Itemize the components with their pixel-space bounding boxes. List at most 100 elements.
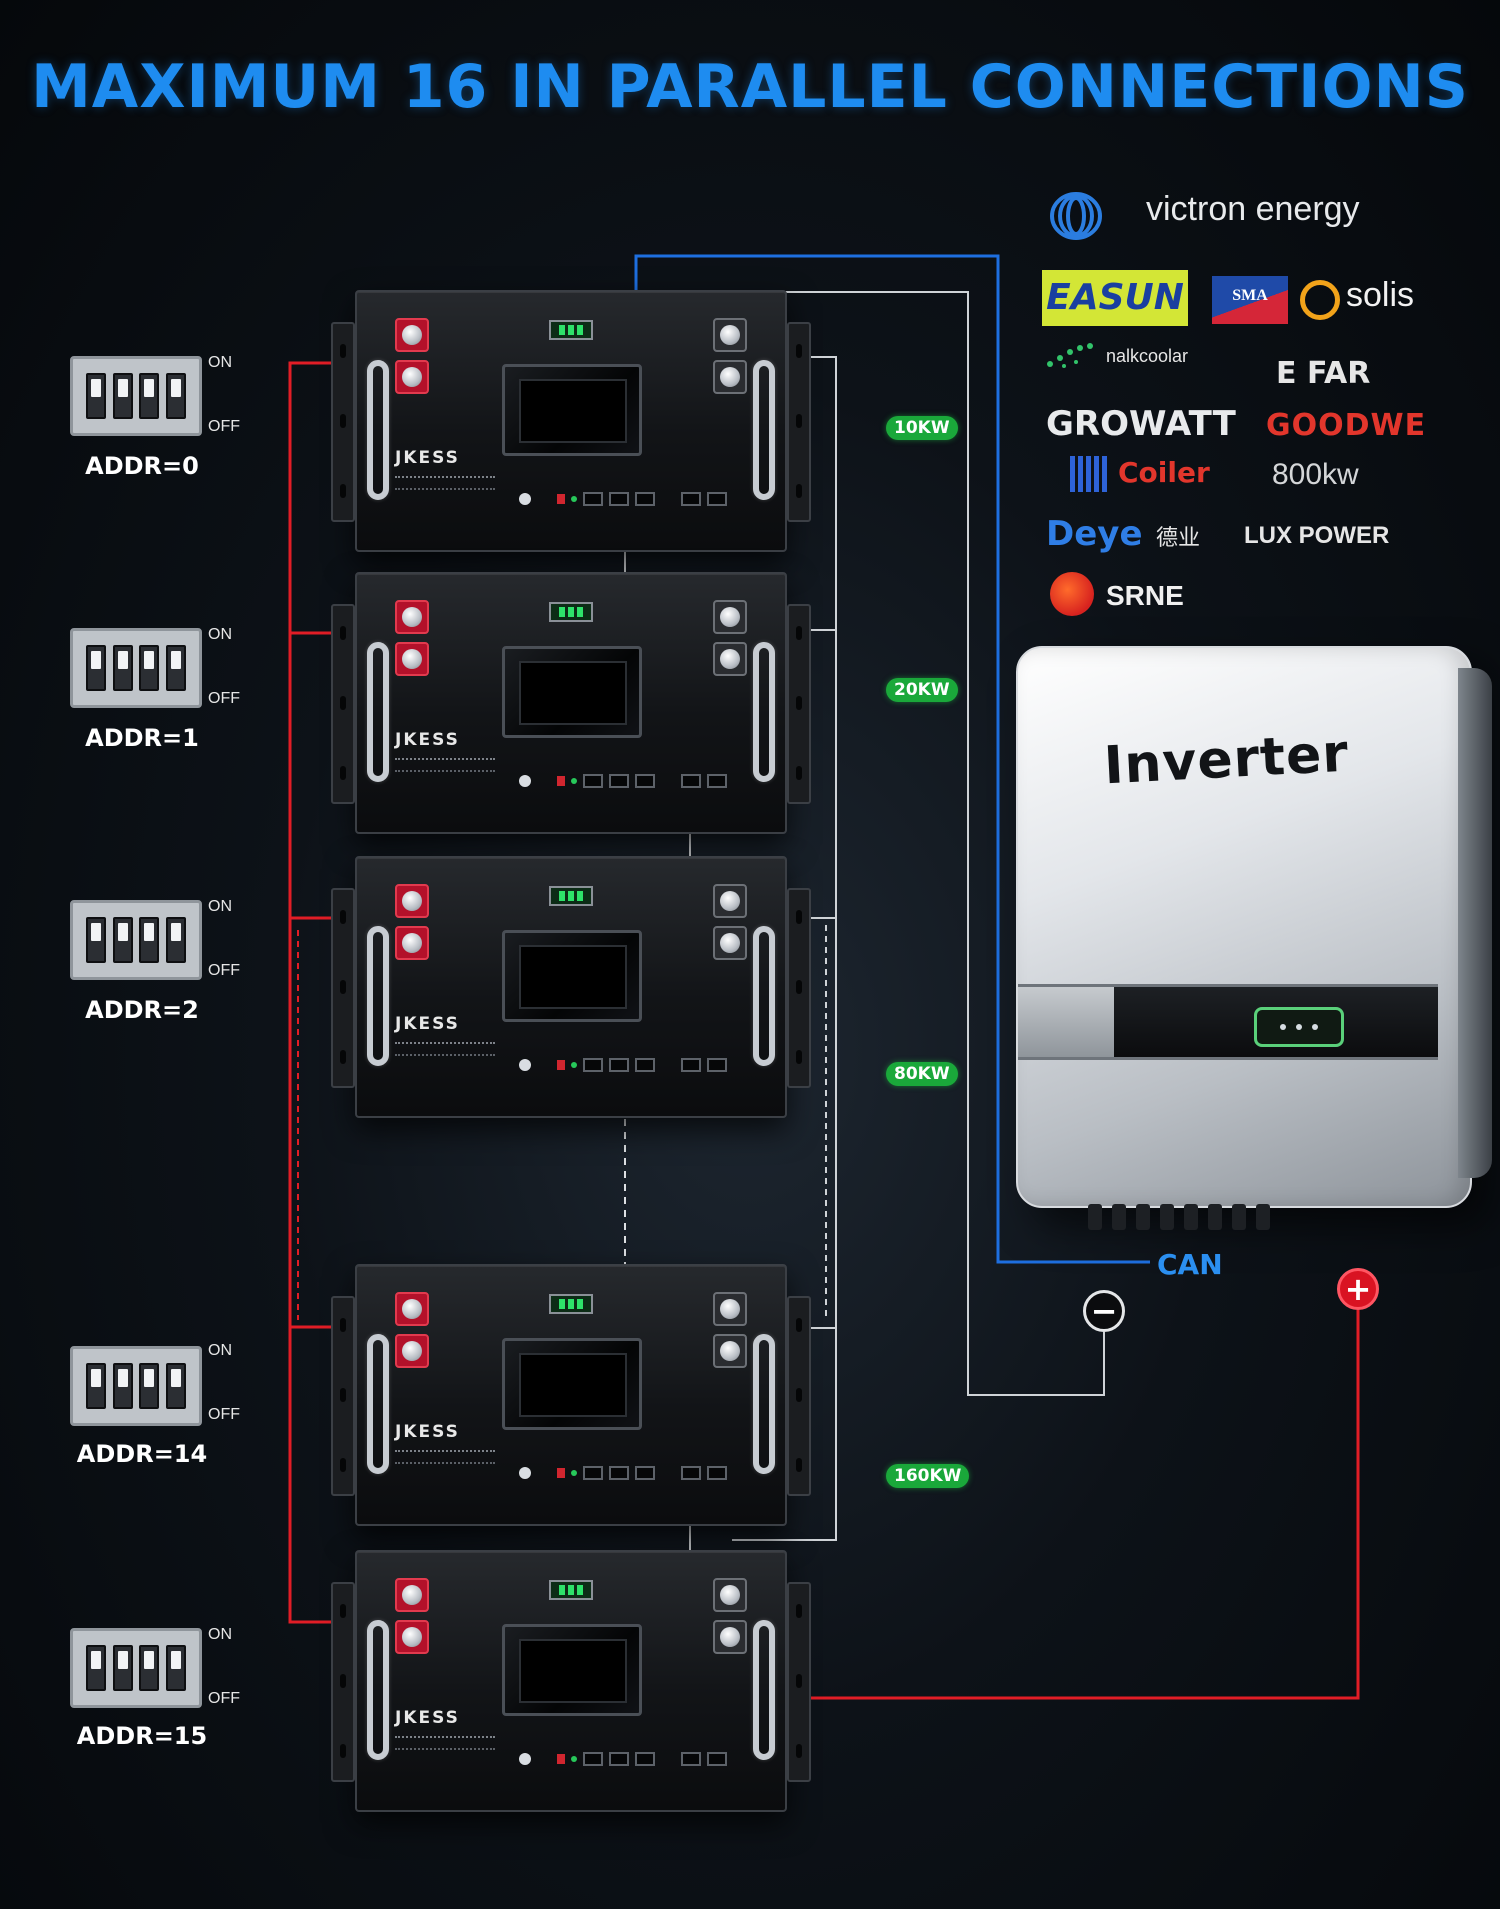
rack-ear-right <box>787 1582 811 1782</box>
port-panel <box>519 1466 727 1480</box>
battery-module-addr0: JKESS <box>331 290 811 552</box>
dip-switch-addr1 <box>70 628 202 708</box>
positive-terminal <box>395 1292 429 1326</box>
dip-on-label: ON <box>208 1342 232 1359</box>
dip-on-label: ON <box>208 626 232 643</box>
address-label: ADDR=1 <box>85 724 199 752</box>
rack-ear-left <box>331 1582 355 1782</box>
srne-logo-icon <box>1050 572 1094 616</box>
handle-right <box>753 1620 775 1760</box>
negative-terminal <box>713 1578 747 1612</box>
nalk-dots-icon <box>1047 343 1093 368</box>
negative-terminal <box>713 318 747 352</box>
rack-ear-left <box>331 604 355 804</box>
soc-indicator <box>549 1294 593 1314</box>
cooler-logo-icon <box>1070 456 1110 492</box>
inverter-label: Inverter <box>1102 723 1351 797</box>
dip-switch-addr2 <box>70 900 202 980</box>
inverter-connectors <box>1088 1204 1368 1234</box>
port-panel <box>519 774 727 788</box>
inverter-side-panel <box>1458 668 1492 1178</box>
handle-right <box>753 1334 775 1474</box>
lcd-screen <box>502 930 642 1022</box>
soc-indicator <box>549 886 593 906</box>
page-title: MAXIMUM 16 IN PARALLEL CONNECTIONS <box>31 52 1469 122</box>
rack-ear-left <box>331 322 355 522</box>
lcd-screen <box>502 646 642 738</box>
negative-terminal <box>713 926 747 960</box>
battery-module-addr2: JKESS <box>331 856 811 1118</box>
battery-module-addr14: JKESS <box>331 1264 811 1526</box>
port-panel <box>519 1752 727 1766</box>
positive-terminal <box>395 884 429 918</box>
handle-right <box>753 926 775 1066</box>
power-button <box>519 1059 531 1071</box>
handle-left <box>367 642 389 782</box>
power-button <box>519 775 531 787</box>
negative-terminal <box>713 1334 747 1368</box>
dip-on-label: ON <box>208 354 232 371</box>
comm-port <box>583 1752 603 1766</box>
address-label: ADDR=15 <box>76 1722 208 1750</box>
soc-indicator <box>549 602 593 622</box>
dip-on-label: ON <box>208 898 232 915</box>
fine-print <box>395 1042 495 1056</box>
brand-solis: solis <box>1346 276 1415 314</box>
comm-port <box>583 1466 603 1480</box>
comm-port <box>583 1058 603 1072</box>
negative-terminal-icon: − <box>1083 1290 1125 1332</box>
battery-module-addr15: JKESS <box>331 1550 811 1812</box>
lcd-screen <box>502 1624 642 1716</box>
inverter-unit: Inverter <box>1016 646 1492 1230</box>
positive-terminal <box>395 642 429 676</box>
power-badge: 10KW <box>886 416 958 440</box>
power-button <box>519 1467 531 1479</box>
fine-print <box>395 476 495 490</box>
power-button <box>519 1753 531 1765</box>
dip-off-label: OFF <box>208 1406 240 1423</box>
brand-easun: EASUN <box>1042 270 1188 326</box>
negative-terminal <box>713 600 747 634</box>
negative-terminal <box>713 1620 747 1654</box>
brand-goodwe: GOODWE <box>1266 408 1427 443</box>
fine-print <box>395 1450 495 1464</box>
dip-on-label: ON <box>208 1626 232 1643</box>
handle-left <box>367 360 389 500</box>
power-badge: 20KW <box>886 678 958 702</box>
rack-ear-right <box>787 604 811 804</box>
handle-left <box>367 926 389 1066</box>
positive-terminal <box>395 318 429 352</box>
battery-module-addr1: JKESS <box>331 572 811 834</box>
positive-terminal-icon: + <box>1337 1268 1379 1310</box>
solis-sun-icon <box>1300 280 1340 320</box>
dip-off-label: OFF <box>208 1690 240 1707</box>
brand-growatt: GROWATT <box>1046 404 1236 444</box>
brand-srne: SRNE <box>1106 580 1184 611</box>
positive-terminal <box>395 1578 429 1612</box>
port-panel <box>519 1058 727 1072</box>
victron-logo-icon <box>1050 192 1102 240</box>
positive-terminal <box>395 926 429 960</box>
positive-terminal <box>395 1620 429 1654</box>
address-label: ADDR=0 <box>85 452 199 480</box>
negative-terminal <box>713 1292 747 1326</box>
brand-deye: Deye <box>1046 514 1143 554</box>
power-button <box>519 493 531 505</box>
rack-ear-left <box>331 1296 355 1496</box>
battery-brand-label: JKESS <box>395 1422 460 1442</box>
fine-print <box>395 758 495 772</box>
brand-efar: E FAR <box>1276 356 1371 391</box>
rack-ear-right <box>787 1296 811 1496</box>
address-label: ADDR=2 <box>85 996 199 1024</box>
battery-brand-label: JKESS <box>395 1708 460 1728</box>
handle-right <box>753 360 775 500</box>
handle-right <box>753 642 775 782</box>
power-badge: 80KW <box>886 1062 958 1086</box>
lcd-screen <box>502 364 642 456</box>
dip-off-label: OFF <box>208 690 240 707</box>
negative-terminal <box>713 884 747 918</box>
dip-off-label: OFF <box>208 418 240 435</box>
port-panel <box>519 492 727 506</box>
handle-left <box>367 1334 389 1474</box>
